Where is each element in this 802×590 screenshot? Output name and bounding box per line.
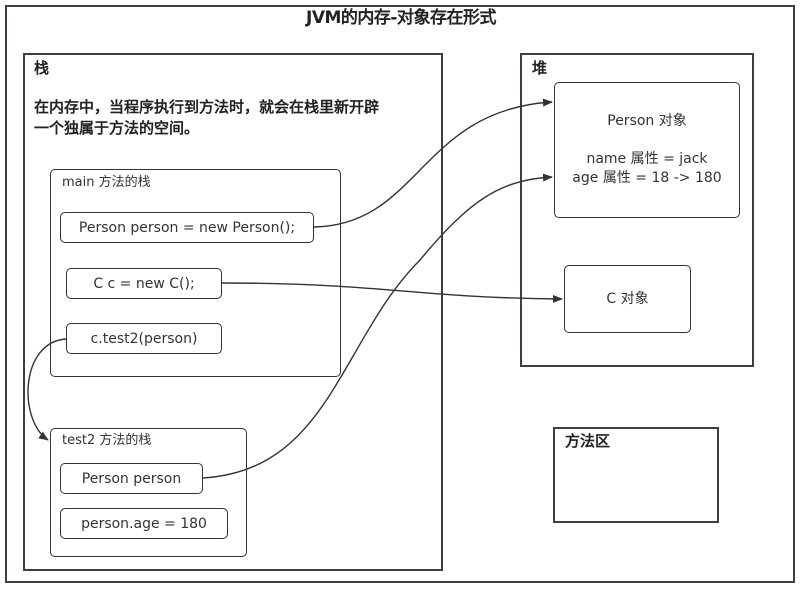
main-method-frame-label: main 方法的栈	[62, 175, 151, 190]
method-area-region	[553, 427, 719, 523]
method-area-header: 方法区	[565, 432, 611, 450]
heap-header: 堆	[532, 59, 548, 77]
stack-description-line2: 一个独属于方法的空间。	[34, 119, 200, 137]
c-object-title: C 对象	[606, 290, 649, 307]
c-object: C 对象	[564, 265, 691, 333]
person-object: Person 对象 name 属性 = jack age 属性 = 18 -> …	[554, 82, 740, 218]
person-age-attribute: age 属性 = 18 -> 180	[572, 170, 722, 186]
person-name-attribute: name 属性 = jack	[586, 151, 708, 167]
statement-new-c: C c = new C();	[66, 268, 222, 299]
statement-set-age: person.age = 180	[60, 508, 228, 539]
statement-param-person: Person person	[60, 463, 203, 494]
statement-new-person: Person person = new Person();	[60, 212, 314, 243]
test2-method-frame-label: test2 方法的栈	[62, 433, 152, 448]
person-object-title: Person 对象	[607, 113, 687, 129]
stack-description-line1: 在内存中，当程序执行到方法时，就会在栈里新开辟	[34, 98, 380, 116]
stack-header: 栈	[34, 59, 50, 77]
diagram-title: JVM的内存-对象存在形式	[306, 8, 496, 28]
statement-call-test2: c.test2(person)	[66, 323, 222, 354]
